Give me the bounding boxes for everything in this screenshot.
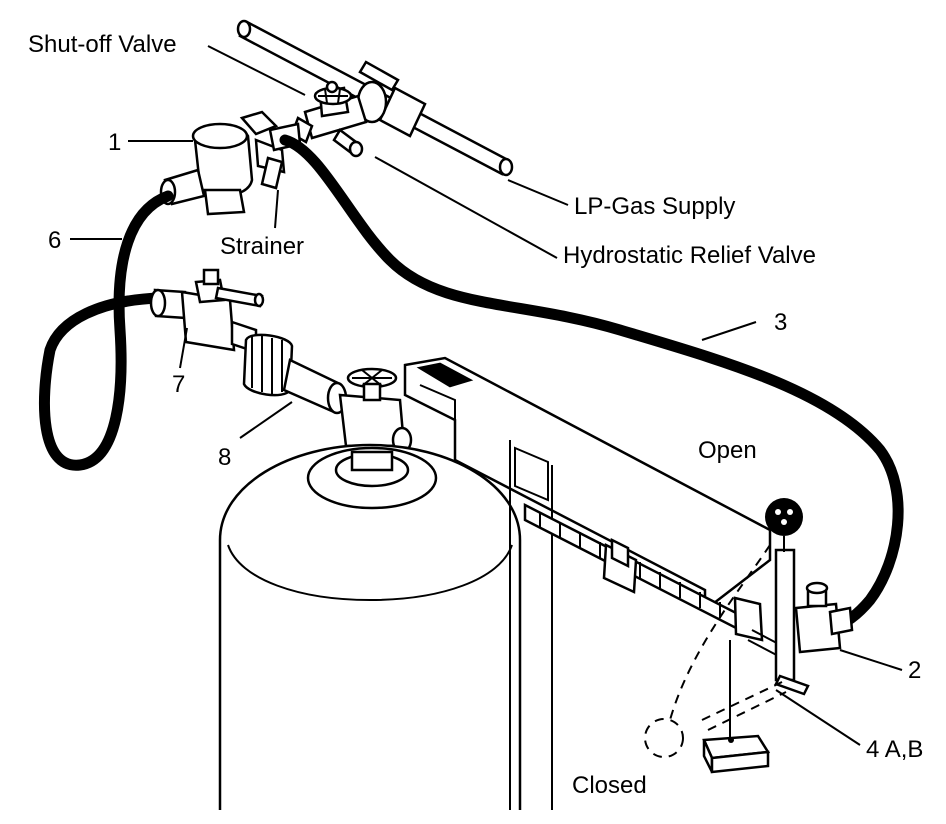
item-6-label: 6	[48, 227, 61, 254]
lp-cylinder	[218, 443, 522, 810]
hydrostatic-relief-valve-label: Hydrostatic Relief Valve	[563, 242, 816, 269]
hose-6	[38, 190, 174, 471]
item-8-label: 8	[218, 444, 231, 471]
coupling-8	[242, 333, 348, 415]
hose-3	[279, 134, 904, 634]
item-4ab-label: 4 A,B	[866, 736, 923, 763]
item-2-label: 2	[908, 657, 921, 684]
weight-platform	[702, 640, 771, 774]
lp-gas-supply-pipe	[236, 19, 514, 177]
shutoff-valve-label: Shut-off Valve	[28, 31, 177, 58]
open-label: Open	[698, 437, 757, 464]
closed-position	[644, 544, 787, 758]
item-1-label: 1	[108, 129, 121, 156]
scale-frame	[403, 356, 791, 810]
item-3-label: 3	[774, 309, 787, 336]
strainer-assembly	[159, 110, 302, 216]
shutoff-valve	[290, 80, 368, 158]
strainer-label: Strainer	[220, 233, 304, 260]
fill-shutoff-lever	[765, 498, 854, 696]
item-7-label: 7	[172, 371, 185, 398]
lp-gas-supply-label: LP-Gas Supply	[574, 193, 735, 220]
leader-lines	[70, 45, 903, 746]
closed-label: Closed	[572, 772, 647, 799]
